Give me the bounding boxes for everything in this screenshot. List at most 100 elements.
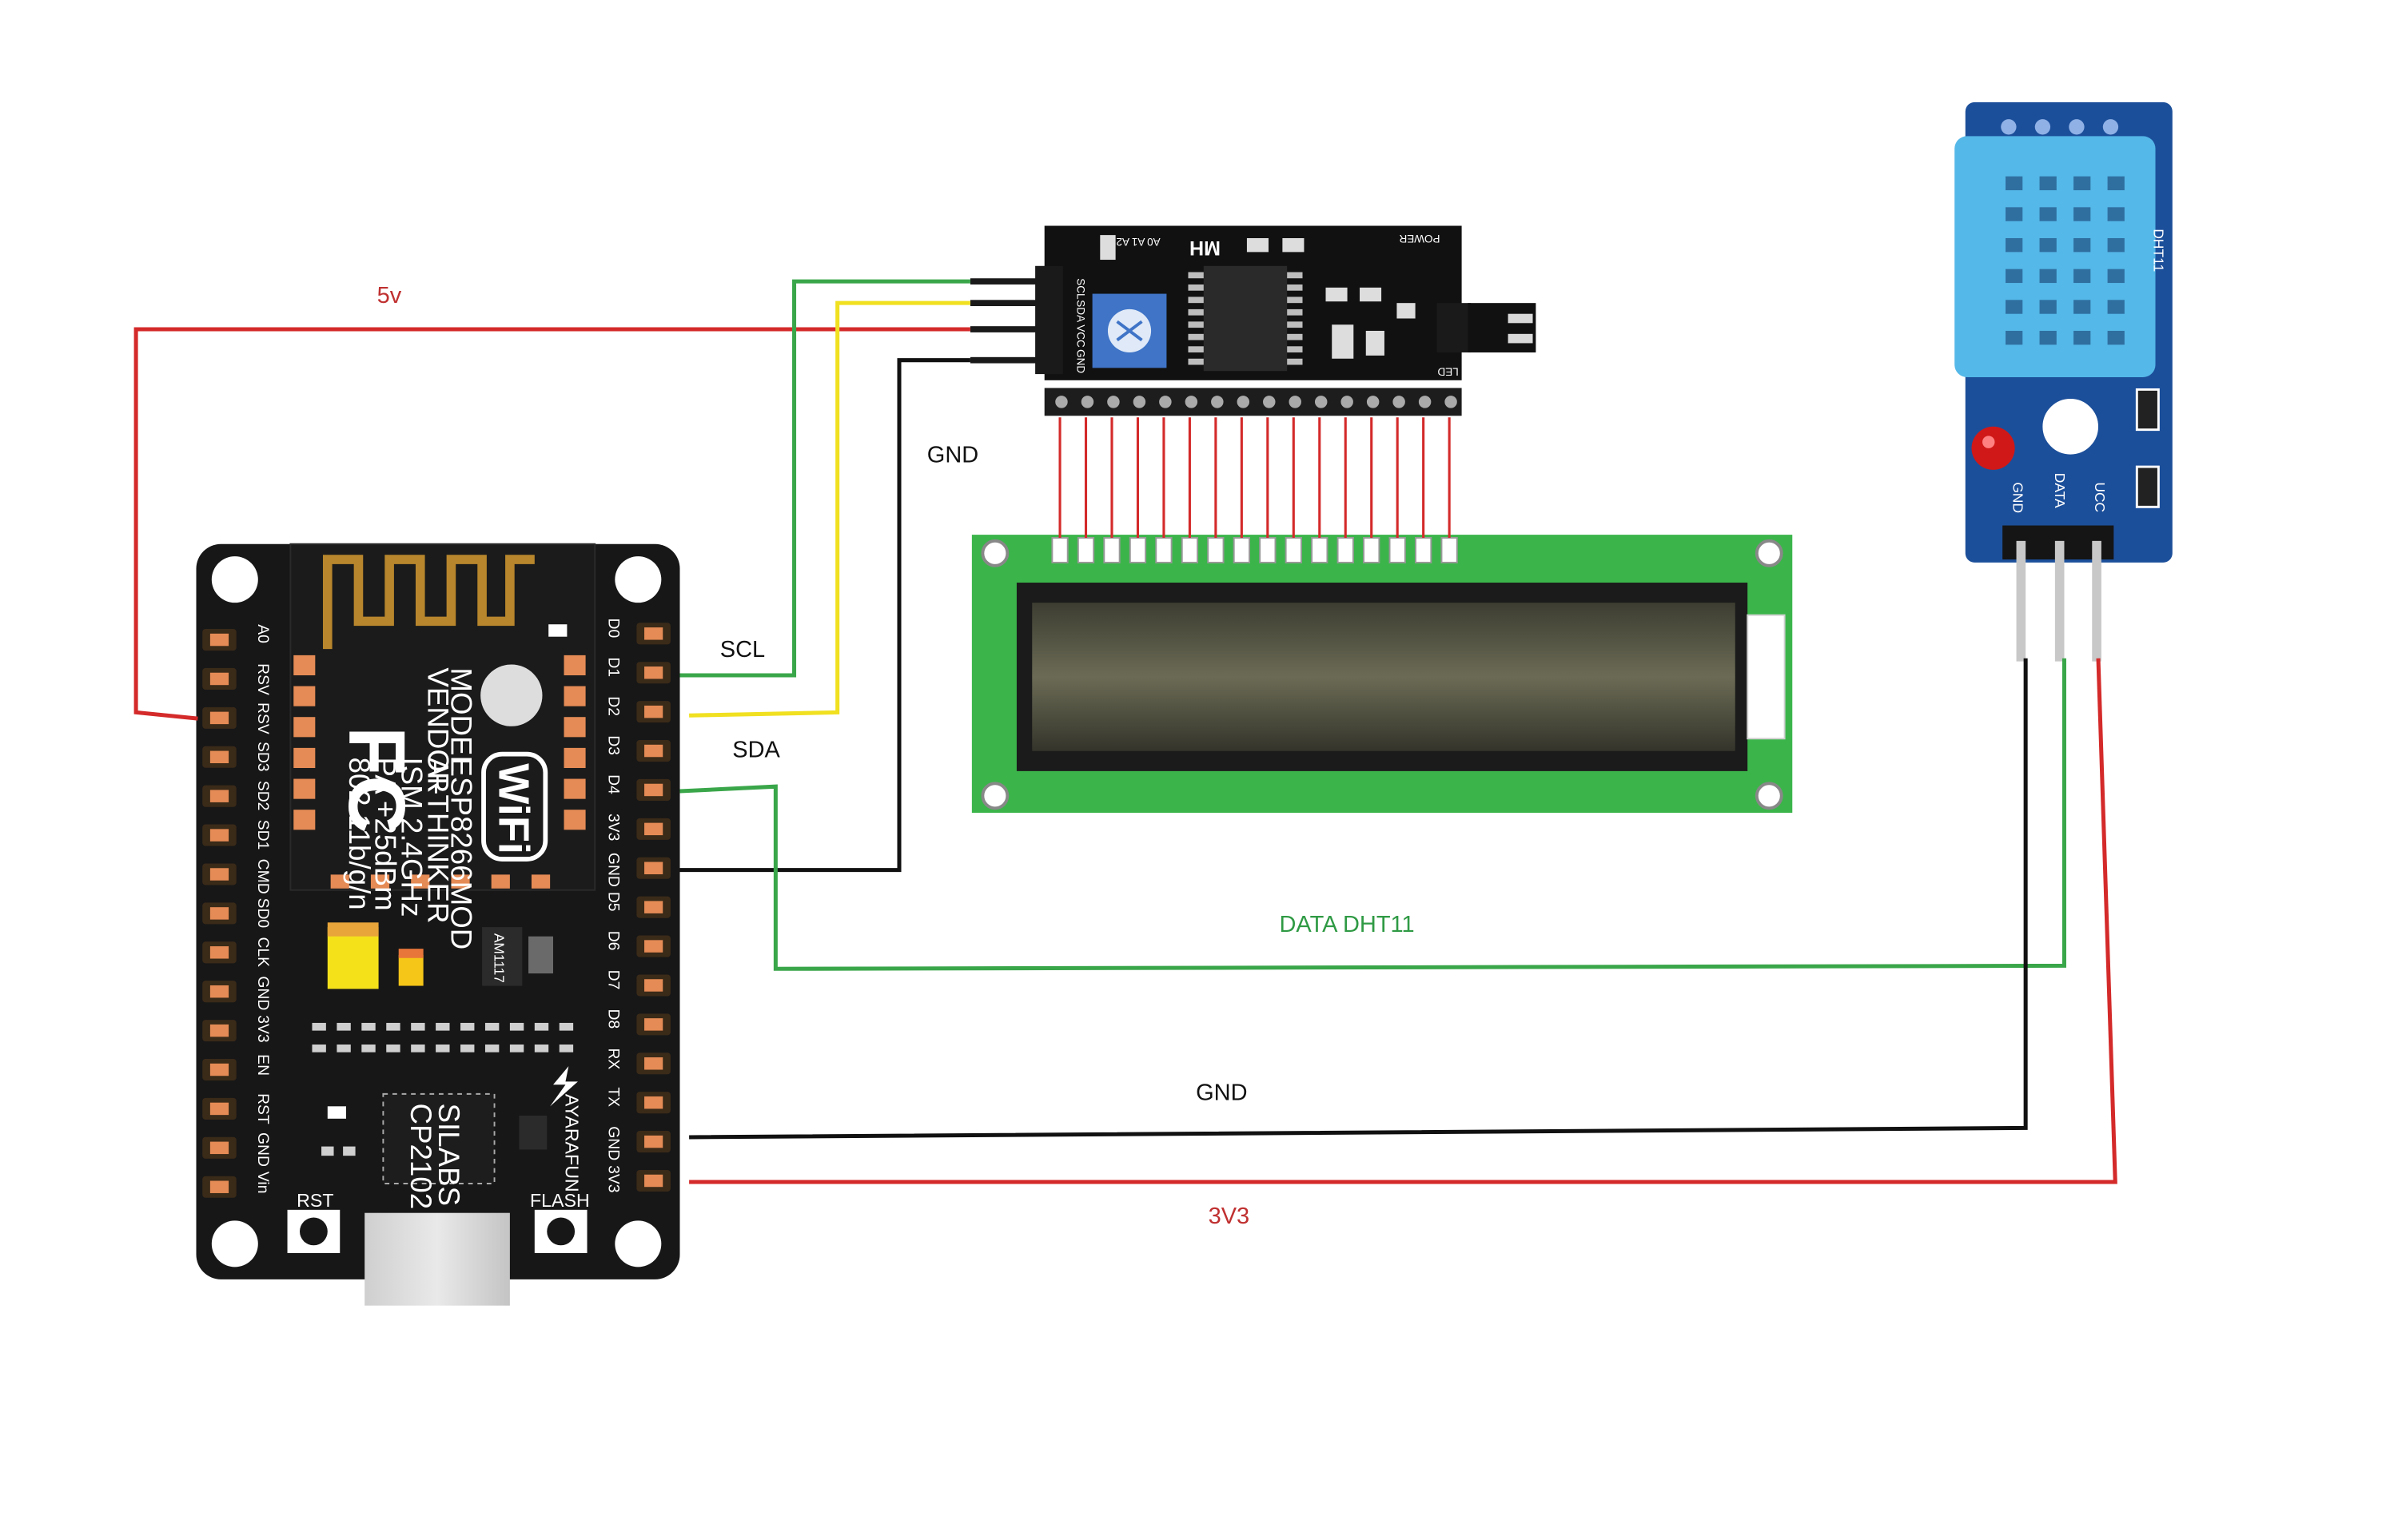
smd-part — [484, 1022, 500, 1031]
module-label-group: MODEL VENDOR ISM 2.4GHz PA +25dBm 802.11… — [343, 667, 478, 949]
wifi-logo: WiFi — [480, 664, 548, 862]
header-pin — [644, 940, 663, 953]
chip-leg — [1287, 333, 1303, 340]
right-pin-label: D3 — [605, 735, 622, 755]
i2c-header-pins — [1055, 396, 1457, 408]
header-pin — [209, 946, 229, 959]
smd-part — [312, 1022, 326, 1031]
smd-part — [1332, 324, 1354, 359]
lcd-hole — [1755, 782, 1783, 810]
i2c-header-pin — [1159, 396, 1172, 408]
dht11-vent — [2039, 237, 2057, 253]
nodemcu-board: FC MODEL VENDOR ISM 2.4GHz PA +25dBm 802… — [196, 543, 680, 1306]
esp-pad — [293, 778, 316, 799]
dht11-vent — [2006, 237, 2023, 253]
esp-pad — [564, 778, 586, 799]
label-sda: SDA — [732, 737, 780, 762]
i2c-header-pin — [1185, 396, 1198, 408]
chip-leg — [1188, 333, 1204, 340]
left-pin-label: 3V3 — [254, 1015, 271, 1042]
dht11-pin-label: UCC — [2092, 482, 2108, 512]
label-gnd-top: GND — [927, 442, 978, 468]
smd-part — [337, 1022, 351, 1031]
lcd-pad — [1363, 537, 1380, 563]
smd-components — [312, 1022, 574, 1156]
header-pin — [209, 672, 229, 686]
lightning-icon — [550, 1066, 578, 1107]
cp2102-label: CP2102 — [404, 1103, 437, 1209]
lcd-pad — [1233, 537, 1250, 563]
dht11-vent — [2006, 207, 2023, 221]
dht11-vent — [2006, 300, 2023, 314]
chip-leg — [1287, 321, 1303, 328]
lcd-pad — [1103, 537, 1121, 563]
smd-part — [1282, 237, 1305, 253]
i2c-side-pin — [970, 326, 1038, 332]
i2c-header-pin — [1237, 396, 1250, 408]
i2c-to-lcd-links — [1058, 417, 1451, 538]
smd-part — [460, 1022, 475, 1031]
wifi-badge — [481, 751, 548, 862]
esp-pad — [293, 655, 316, 676]
module-line: PA +25dBm — [369, 757, 402, 910]
i2c-header-pin — [1211, 396, 1224, 408]
left-pin-label: RST — [254, 1093, 271, 1124]
header-pin — [644, 1057, 663, 1070]
smd-part — [1396, 303, 1416, 319]
jumper-pin — [1508, 333, 1533, 344]
dht11-vent — [2039, 176, 2057, 191]
label-data-dht11: DATA DHT11 — [1280, 912, 1415, 937]
jumper-label: A1 — [1132, 236, 1145, 248]
i2c-header-pin — [1107, 396, 1120, 408]
chip-leg — [1287, 308, 1303, 316]
lcd-pad — [1129, 537, 1147, 563]
chip-leg — [1188, 321, 1204, 328]
lcd-pads — [1051, 537, 1458, 563]
dht11-vent — [2107, 300, 2125, 314]
i2c-header-pin — [1340, 396, 1353, 408]
smd-part — [436, 1045, 450, 1053]
right-pin-label: D4 — [605, 774, 622, 794]
smd-part — [519, 1115, 548, 1150]
dht11-vent — [2073, 237, 2091, 253]
wire-3v3-dht11 — [689, 658, 2117, 1184]
lcd-pad — [1336, 537, 1354, 563]
smd-part — [559, 1045, 574, 1053]
chip-leg — [1287, 346, 1303, 353]
smd-part — [361, 1045, 376, 1053]
header-pin — [644, 1174, 663, 1188]
lcd-pad — [1181, 537, 1199, 563]
esp-pad — [564, 810, 586, 830]
lcd-pad — [1207, 537, 1225, 563]
status-led — [548, 624, 568, 637]
esp-pad — [293, 747, 316, 768]
i2c-brand: MH — [1189, 237, 1221, 259]
header-pin — [644, 901, 663, 913]
header-pin — [644, 667, 663, 679]
dht11-vent — [2039, 330, 2057, 345]
dht11-vent — [2073, 300, 2091, 314]
usb-port — [364, 1212, 510, 1306]
regulator-chip — [482, 927, 523, 986]
esp-pad — [411, 874, 430, 889]
header-pin — [209, 985, 229, 998]
i2c-pin-label: VCC — [1074, 324, 1086, 348]
smd-part — [436, 1022, 450, 1031]
wires — [133, 279, 2117, 1184]
right-pin-label: D0 — [605, 619, 622, 639]
left-header: A0RSVRSVSD3SD2SD1CMDSD0CLKGND3V3ENRSTGND… — [202, 624, 271, 1198]
smd-part — [343, 1146, 356, 1156]
wire-gnd-lcd — [679, 358, 970, 873]
regulator-label: AM1117 — [492, 933, 508, 983]
flash-label: FLASH — [530, 1190, 590, 1211]
dht11-vent — [2006, 330, 2023, 345]
dht11-sensor-body — [1954, 136, 2156, 377]
lcd-pad — [1440, 537, 1458, 563]
smd-part — [1325, 287, 1348, 302]
dht11-mount-hole — [2036, 392, 2105, 461]
i2c-side-pin — [970, 300, 1038, 307]
lcd-hole — [981, 782, 1010, 810]
esp-pad — [491, 874, 510, 889]
header-pin — [209, 711, 229, 725]
esp-pads — [293, 655, 586, 889]
